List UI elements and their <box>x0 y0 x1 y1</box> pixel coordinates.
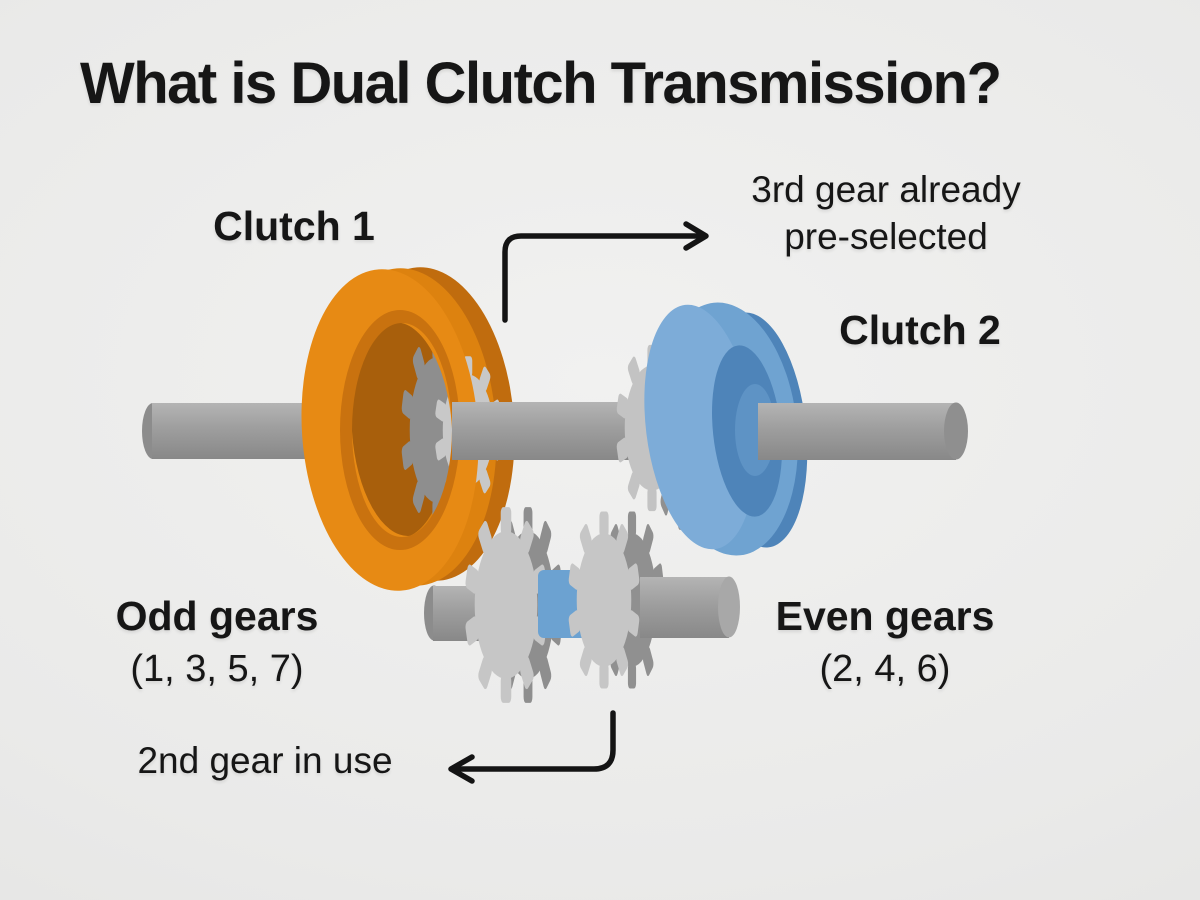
odd-gears-label: Odd gears <box>115 593 319 639</box>
preselected-annotation: 3rd gear already pre-selected <box>751 169 1021 258</box>
page-title: What is Dual Clutch Transmission? <box>80 51 1002 116</box>
even-gears-values: (2, 4, 6) <box>819 648 951 690</box>
arrow-left-icon <box>448 754 475 784</box>
countershaft-right-cap <box>718 576 740 638</box>
countershaft <box>424 507 740 703</box>
preselected-arrow <box>502 233 705 323</box>
output-shaft <box>758 402 968 460</box>
arrow-right-icon <box>683 221 709 251</box>
clutch1-front-face <box>301 269 479 591</box>
clutch1-label: Clutch 1 <box>213 203 375 249</box>
in-use-annotation: 2nd gear in use <box>137 740 393 781</box>
even-gears-block: Even gears (2, 4, 6) <box>750 593 1020 691</box>
odd-gears-values: (1, 3, 5, 7) <box>130 648 304 690</box>
odd-gears-block: Odd gears (1, 3, 5, 7) <box>82 593 352 691</box>
in-use-arrow <box>452 710 616 772</box>
clutch2-label: Clutch 2 <box>839 307 1001 353</box>
countershaft-right <box>640 577 729 638</box>
even-gears-label: Even gears <box>775 593 995 639</box>
